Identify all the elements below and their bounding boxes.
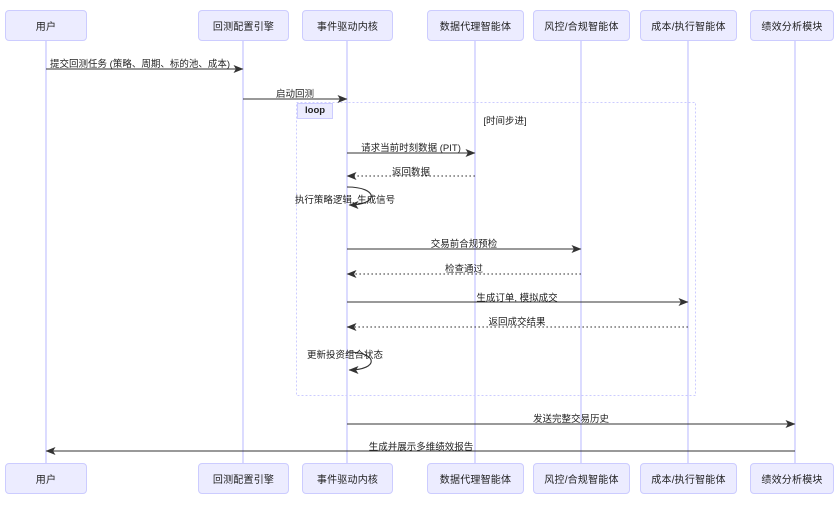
participant-label: 事件驱动内核 — [316, 475, 379, 486]
participant-label: 绩效分析模块 — [761, 475, 823, 486]
loop-fragment-outline — [296, 102, 696, 396]
participant-top-config[interactable]: 回测配置引擎 — [198, 10, 289, 41]
message-label-4: 返回数据 — [391, 167, 431, 178]
message-label-5: 执行策略逻辑, 生成信号 — [294, 195, 396, 206]
message-label-7: 检查通过 — [444, 264, 484, 275]
participant-top-user[interactable]: 用户 — [5, 10, 87, 41]
participant-label: 绩效分析模块 — [761, 22, 823, 33]
participant-label: 成本/执行智能体 — [651, 22, 726, 33]
participant-label: 数据代理智能体 — [439, 475, 512, 486]
participant-bottom-config[interactable]: 回测配置引擎 — [198, 463, 289, 494]
message-arrows-group — [45, 65, 796, 455]
participant-label: 回测配置引擎 — [212, 475, 275, 486]
participant-label: 风控/合规智能体 — [544, 475, 619, 486]
participant-label: 用户 — [35, 22, 57, 33]
lifelines-group — [45, 41, 796, 463]
loop-fragment-box — [296, 102, 696, 396]
participant-label: 风控/合规智能体 — [544, 22, 619, 33]
message-label-2: 启动回测 — [275, 89, 315, 100]
participant-label: 成本/执行智能体 — [651, 475, 726, 486]
self-message-arrow-10 — [346, 351, 372, 374]
message-label-3: 请求当前时刻数据 (PIT) — [361, 143, 461, 154]
loop-fragment-label: loop — [297, 103, 334, 119]
participant-label: 数据代理智能体 — [439, 22, 512, 33]
participant-label: 事件驱动内核 — [316, 22, 379, 33]
participant-label: 用户 — [35, 475, 57, 486]
message-label-9: 返回成交结果 — [488, 317, 546, 328]
message-label-8: 生成订单, 模拟成交 — [476, 293, 558, 304]
message-label-1: 提交回测任务 (策略、周期、标的池、成本) — [50, 59, 230, 70]
participant-bottom-perf[interactable]: 绩效分析模块 — [750, 463, 834, 494]
message-label-10: 更新投资组合状态 — [306, 350, 384, 361]
participant-top-cost[interactable]: 成本/执行智能体 — [640, 10, 737, 41]
participant-bottom-data[interactable]: 数据代理智能体 — [427, 463, 524, 494]
participant-bottom-risk[interactable]: 风控/合规智能体 — [533, 463, 630, 494]
message-label-6: 交易前合规预检 — [430, 239, 498, 250]
participant-top-kernel[interactable]: 事件驱动内核 — [302, 10, 393, 41]
participant-top-data[interactable]: 数据代理智能体 — [427, 10, 524, 41]
participant-label: 回测配置引擎 — [212, 22, 275, 33]
message-label-11: 发送完整交易历史 — [532, 414, 610, 425]
participant-bottom-user[interactable]: 用户 — [5, 463, 87, 494]
participant-top-risk[interactable]: 风控/合规智能体 — [533, 10, 630, 41]
participant-top-perf[interactable]: 绩效分析模块 — [750, 10, 834, 41]
loop-fragment-condition: [时间步进] — [483, 116, 527, 127]
message-label-12: 生成并展示多维绩效报告 — [368, 442, 474, 453]
participant-bottom-kernel[interactable]: 事件驱动内核 — [302, 463, 393, 494]
participant-bottom-cost[interactable]: 成本/执行智能体 — [640, 463, 737, 494]
self-message-arrow-5 — [346, 186, 372, 209]
